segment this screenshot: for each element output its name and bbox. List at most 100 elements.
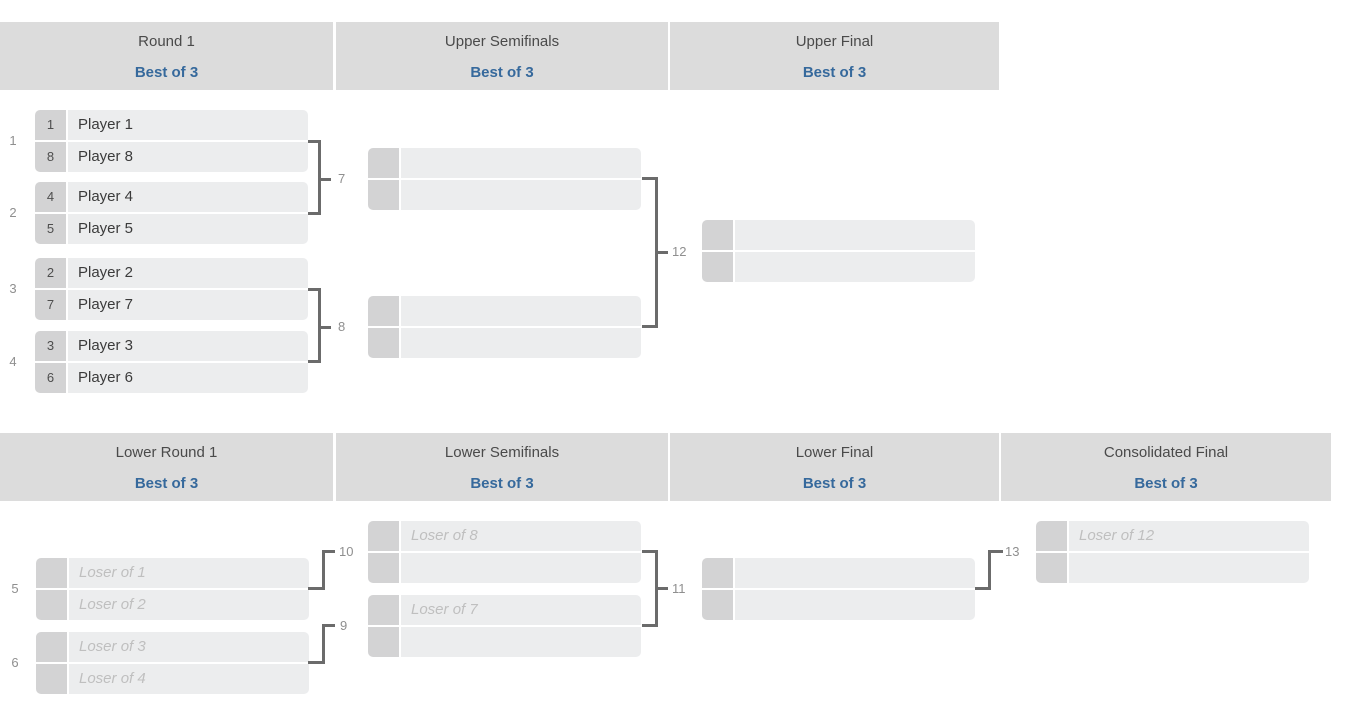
match-7 (368, 148, 641, 210)
connector-10-vertical (322, 550, 325, 590)
match-5-number: 5 (11, 581, 19, 596)
match-1-slot-1[interactable]: 1 Player 1 (35, 110, 308, 140)
match-13: Loser of 12 (1036, 521, 1309, 583)
connector-7-arm-bottom (308, 212, 321, 215)
match-10-player-2 (401, 553, 641, 583)
match-8-seed-1 (368, 296, 399, 326)
match-11-player-2 (735, 590, 975, 620)
match-4-slot-2[interactable]: 6 Player 6 (35, 363, 308, 393)
match-8-player-2 (401, 328, 641, 358)
upper-header-semifinals-title: Upper Semifinals (444, 33, 560, 50)
match-6-seed-2 (36, 664, 67, 694)
connector-10-arm (308, 587, 325, 590)
connector-8-arm-top (308, 288, 321, 291)
match-8-slot-1[interactable] (368, 296, 641, 326)
connector-12-tick (655, 251, 668, 254)
match-11 (702, 558, 975, 620)
upper-header-round-1-title: Round 1 (138, 33, 195, 50)
connector-10-tick (322, 550, 335, 553)
match-6-number: 6 (11, 655, 19, 670)
match-13-player-1: Loser of 12 (1069, 521, 1309, 551)
match-5-slot-1[interactable]: Loser of 1 (36, 558, 309, 588)
match-2-player-1: Player 4 (68, 182, 308, 212)
connector-13-tick (988, 550, 1003, 553)
connector-7-vertical (318, 140, 321, 215)
match-10-seed-1 (368, 521, 399, 551)
match-2-slot-2[interactable]: 5 Player 5 (35, 214, 308, 244)
match-7-player-2 (401, 180, 641, 210)
lower-header-consolidated-final-title: Consolidated Final (1103, 444, 1229, 461)
match-12-number: 12 (672, 244, 687, 259)
match-7-player-1 (401, 148, 641, 178)
match-6-player-1: Loser of 3 (69, 632, 309, 662)
match-8-player-1 (401, 296, 641, 326)
match-11-player-1 (735, 558, 975, 588)
match-6-player-2: Loser of 4 (69, 664, 309, 694)
match-3-number: 3 (9, 281, 17, 296)
match-7-slot-1[interactable] (368, 148, 641, 178)
match-2-slot-1[interactable]: 4 Player 4 (35, 182, 308, 212)
match-4-seed-2: 6 (35, 363, 66, 393)
match-7-number: 7 (338, 171, 346, 186)
match-11-slot-1[interactable] (702, 558, 975, 588)
match-1-slot-2[interactable]: 8 Player 8 (35, 142, 308, 172)
match-5-slot-2[interactable]: Loser of 2 (36, 590, 309, 620)
match-11-slot-2[interactable] (702, 590, 975, 620)
match-12-slot-2[interactable] (702, 252, 975, 282)
lower-header-consolidated-final: Consolidated Final Best of 3 (1001, 433, 1331, 501)
match-9-number: 9 (340, 618, 348, 633)
match-6-slot-2[interactable]: Loser of 4 (36, 664, 309, 694)
match-9-slot-2[interactable] (368, 627, 641, 657)
match-11-number: 11 (672, 581, 686, 596)
connector-8-vertical (318, 288, 321, 363)
connector-11-tick (655, 587, 668, 590)
upper-header-final-title: Upper Final (795, 33, 874, 50)
connector-11-arm-top (642, 550, 655, 553)
lower-header-round-1: Lower Round 1 Best of 3 (0, 433, 333, 501)
match-6: Loser of 3 Loser of 4 (36, 632, 309, 694)
lower-header-round-1-title: Lower Round 1 (115, 444, 218, 461)
match-10-slot-2[interactable] (368, 553, 641, 583)
match-4-player-2: Player 6 (68, 363, 308, 393)
match-13-slot-1[interactable]: Loser of 12 (1036, 521, 1309, 551)
match-13-number: 13 (1005, 544, 1020, 559)
match-1-seed-2: 8 (35, 142, 66, 172)
match-3: 2 Player 2 7 Player 7 (35, 258, 308, 320)
match-5-player-2: Loser of 2 (69, 590, 309, 620)
match-12-player-2 (735, 252, 975, 282)
match-9-seed-1 (368, 595, 399, 625)
match-10-slot-1[interactable]: Loser of 8 (368, 521, 641, 551)
connector-13-arm (975, 587, 991, 590)
match-12 (702, 220, 975, 282)
match-12-slot-1[interactable] (702, 220, 975, 250)
match-9-slot-1[interactable]: Loser of 7 (368, 595, 641, 625)
upper-header-semifinals-subtitle: Best of 3 (470, 64, 534, 81)
connector-9-tick (322, 624, 335, 627)
match-5-seed-2 (36, 590, 67, 620)
connector-7-tick (318, 178, 331, 181)
match-9-seed-2 (368, 627, 399, 657)
match-9-player-1: Loser of 7 (401, 595, 641, 625)
match-3-slot-2[interactable]: 7 Player 7 (35, 290, 308, 320)
match-3-player-2: Player 7 (68, 290, 308, 320)
match-8-slot-2[interactable] (368, 328, 641, 358)
lower-header-final-title: Lower Final (795, 444, 874, 461)
match-4-player-1: Player 3 (68, 331, 308, 361)
match-10: Loser of 8 (368, 521, 641, 583)
lower-header-final: Lower Final Best of 3 (670, 433, 999, 501)
match-4-seed-1: 3 (35, 331, 66, 361)
match-4-slot-1[interactable]: 3 Player 3 (35, 331, 308, 361)
match-8 (368, 296, 641, 358)
lower-header-semifinals: Lower Semifinals Best of 3 (336, 433, 668, 501)
match-5: Loser of 1 Loser of 2 (36, 558, 309, 620)
connector-9-vertical (322, 624, 325, 664)
match-13-slot-2[interactable] (1036, 553, 1309, 583)
match-3-slot-1[interactable]: 2 Player 2 (35, 258, 308, 288)
upper-header-final-subtitle: Best of 3 (802, 64, 867, 81)
connector-12-arm-bottom (642, 325, 655, 328)
match-7-slot-2[interactable] (368, 180, 641, 210)
connector-7-arm-top (308, 140, 321, 143)
match-6-slot-1[interactable]: Loser of 3 (36, 632, 309, 662)
match-13-seed-1 (1036, 521, 1067, 551)
